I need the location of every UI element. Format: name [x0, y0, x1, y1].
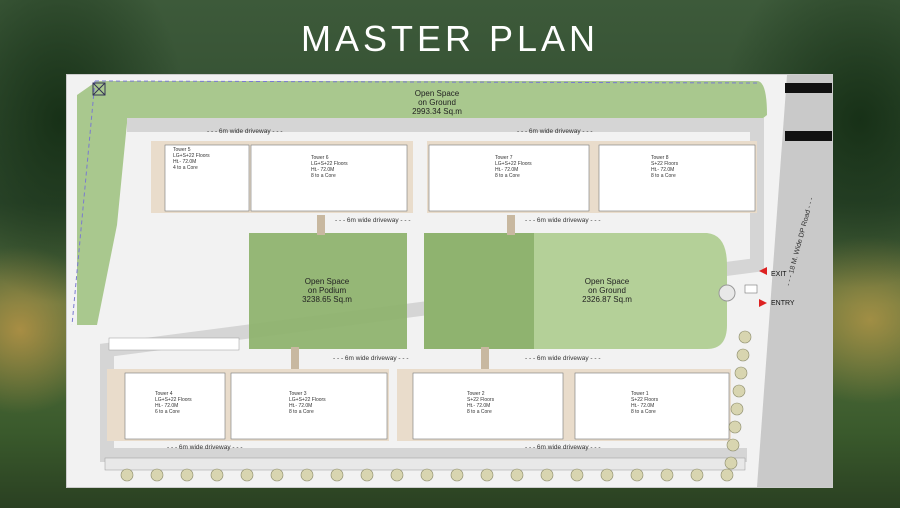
tower-name: Tower 1 — [631, 391, 649, 397]
tower-floors: S+22 Floors — [651, 161, 679, 167]
tower-height: Ht.- 72.0M — [289, 403, 313, 409]
open-space-podium-label: Open Space on Podium 3238.65 Sq.m — [267, 277, 387, 304]
site-plan: Open Space on Ground 2993.34 Sq.m Open S… — [66, 74, 833, 488]
driveway-label: - - - 6m wide driveway - - - — [525, 355, 601, 362]
tower-floors: LG+S+22 Floors — [155, 397, 192, 403]
tower-height: Ht.- 72.0M — [495, 167, 519, 173]
tower-floors: S+22 Floors — [467, 397, 495, 403]
tower-8-label: Tower 8 S+22 Floors Ht.- 72.0M 8 to a Co… — [651, 155, 678, 179]
tower-name: Tower 6 — [311, 155, 329, 161]
tower-name: Tower 8 — [651, 155, 669, 161]
tower-name: Tower 2 — [467, 391, 485, 397]
tower-height: Ht.- 72.0M — [651, 167, 675, 173]
tower-floors: LG+S+22 Floors — [173, 153, 210, 159]
open-space-name: Open Space — [304, 277, 350, 286]
tower-name: Tower 4 — [155, 391, 173, 397]
driveway-label: - - - 6m wide driveway - - - — [167, 444, 243, 451]
tower-1-label: Tower 1 S+22 Floors Ht.- 72.0M 8 to a Co… — [631, 391, 658, 415]
tower-6-label: Tower 6 LG+S+22 Floors Ht.- 72.0M 8 to a… — [311, 155, 348, 179]
tower-core: 8 to a Core — [311, 173, 336, 179]
open-space-name: Open Space — [584, 277, 630, 286]
tower-height: Ht.- 72.0M — [155, 403, 179, 409]
entry-label: ENTRY — [771, 300, 795, 307]
tower-height: Ht.- 72.0M — [173, 159, 197, 165]
tower-core: 6 to a Core — [155, 409, 180, 415]
driveway-label: - - - 6m wide driveway - - - — [517, 128, 593, 135]
tower-floors: LG+S+22 Floors — [311, 161, 348, 167]
open-space-name: Open Space — [414, 89, 460, 98]
tower-name: Tower 7 — [495, 155, 513, 161]
tower-floors: S+22 Floors — [631, 397, 659, 403]
tower-core: 4 to a Core — [173, 165, 198, 171]
site-plan-drawing — [71, 75, 832, 487]
tower-floors: LG+S+22 Floors — [495, 161, 532, 167]
tower-3-label: Tower 3 LG+S+22 Floors Ht.- 72.0M 8 to a… — [289, 391, 326, 415]
tower-floors: LG+S+22 Floors — [289, 397, 326, 403]
driveway-label: - - - 6m wide driveway - - - — [525, 444, 601, 451]
tower-height: Ht.- 72.0M — [631, 403, 655, 409]
open-space-ground-top-label: Open Space on Ground 2993.34 Sq.m — [377, 89, 497, 116]
tower-core: 8 to a Core — [495, 173, 520, 179]
open-space-sub: on Ground — [588, 286, 626, 295]
tower-core: 8 to a Core — [289, 409, 314, 415]
tower-core: 8 to a Core — [651, 173, 676, 179]
tower-core: 8 to a Core — [631, 409, 656, 415]
page-title: MASTER PLAN — [300, 18, 600, 59]
exit-label: EXIT — [771, 271, 787, 278]
open-space-ground-mid-label: Open Space on Ground 2326.87 Sq.m — [547, 277, 667, 304]
open-space-area: 2326.87 Sq.m — [582, 295, 632, 304]
driveway-label: - - - 6m wide driveway - - - — [207, 128, 283, 135]
tower-2-label: Tower 2 S+22 Floors Ht.- 72.0M 8 to a Co… — [467, 391, 494, 415]
open-space-sub: on Podium — [307, 286, 347, 295]
driveway-label: - - - 6m wide driveway - - - — [333, 355, 409, 362]
driveway-label: - - - 6m wide driveway - - - — [525, 217, 601, 224]
tower-core: 8 to a Core — [467, 409, 492, 415]
tower-name: Tower 5 — [173, 147, 191, 153]
tower-name: Tower 3 — [289, 391, 307, 397]
tower-4-label: Tower 4 LG+S+22 Floors Ht.- 72.0M 6 to a… — [155, 391, 192, 415]
tower-7-label: Tower 7 LG+S+22 Floors Ht.- 72.0M 8 to a… — [495, 155, 532, 179]
open-space-sub: on Ground — [418, 98, 456, 107]
open-space-area: 3238.65 Sq.m — [302, 295, 352, 304]
tower-5-label: Tower 5 LG+S+22 Floors Ht.- 72.0M 4 to a… — [173, 147, 210, 171]
tower-height: Ht.- 72.0M — [467, 403, 491, 409]
open-space-area: 2993.34 Sq.m — [412, 107, 462, 116]
driveway-label: - - - 6m wide driveway - - - — [335, 217, 411, 224]
tower-height: Ht.- 72.0M — [311, 167, 335, 173]
